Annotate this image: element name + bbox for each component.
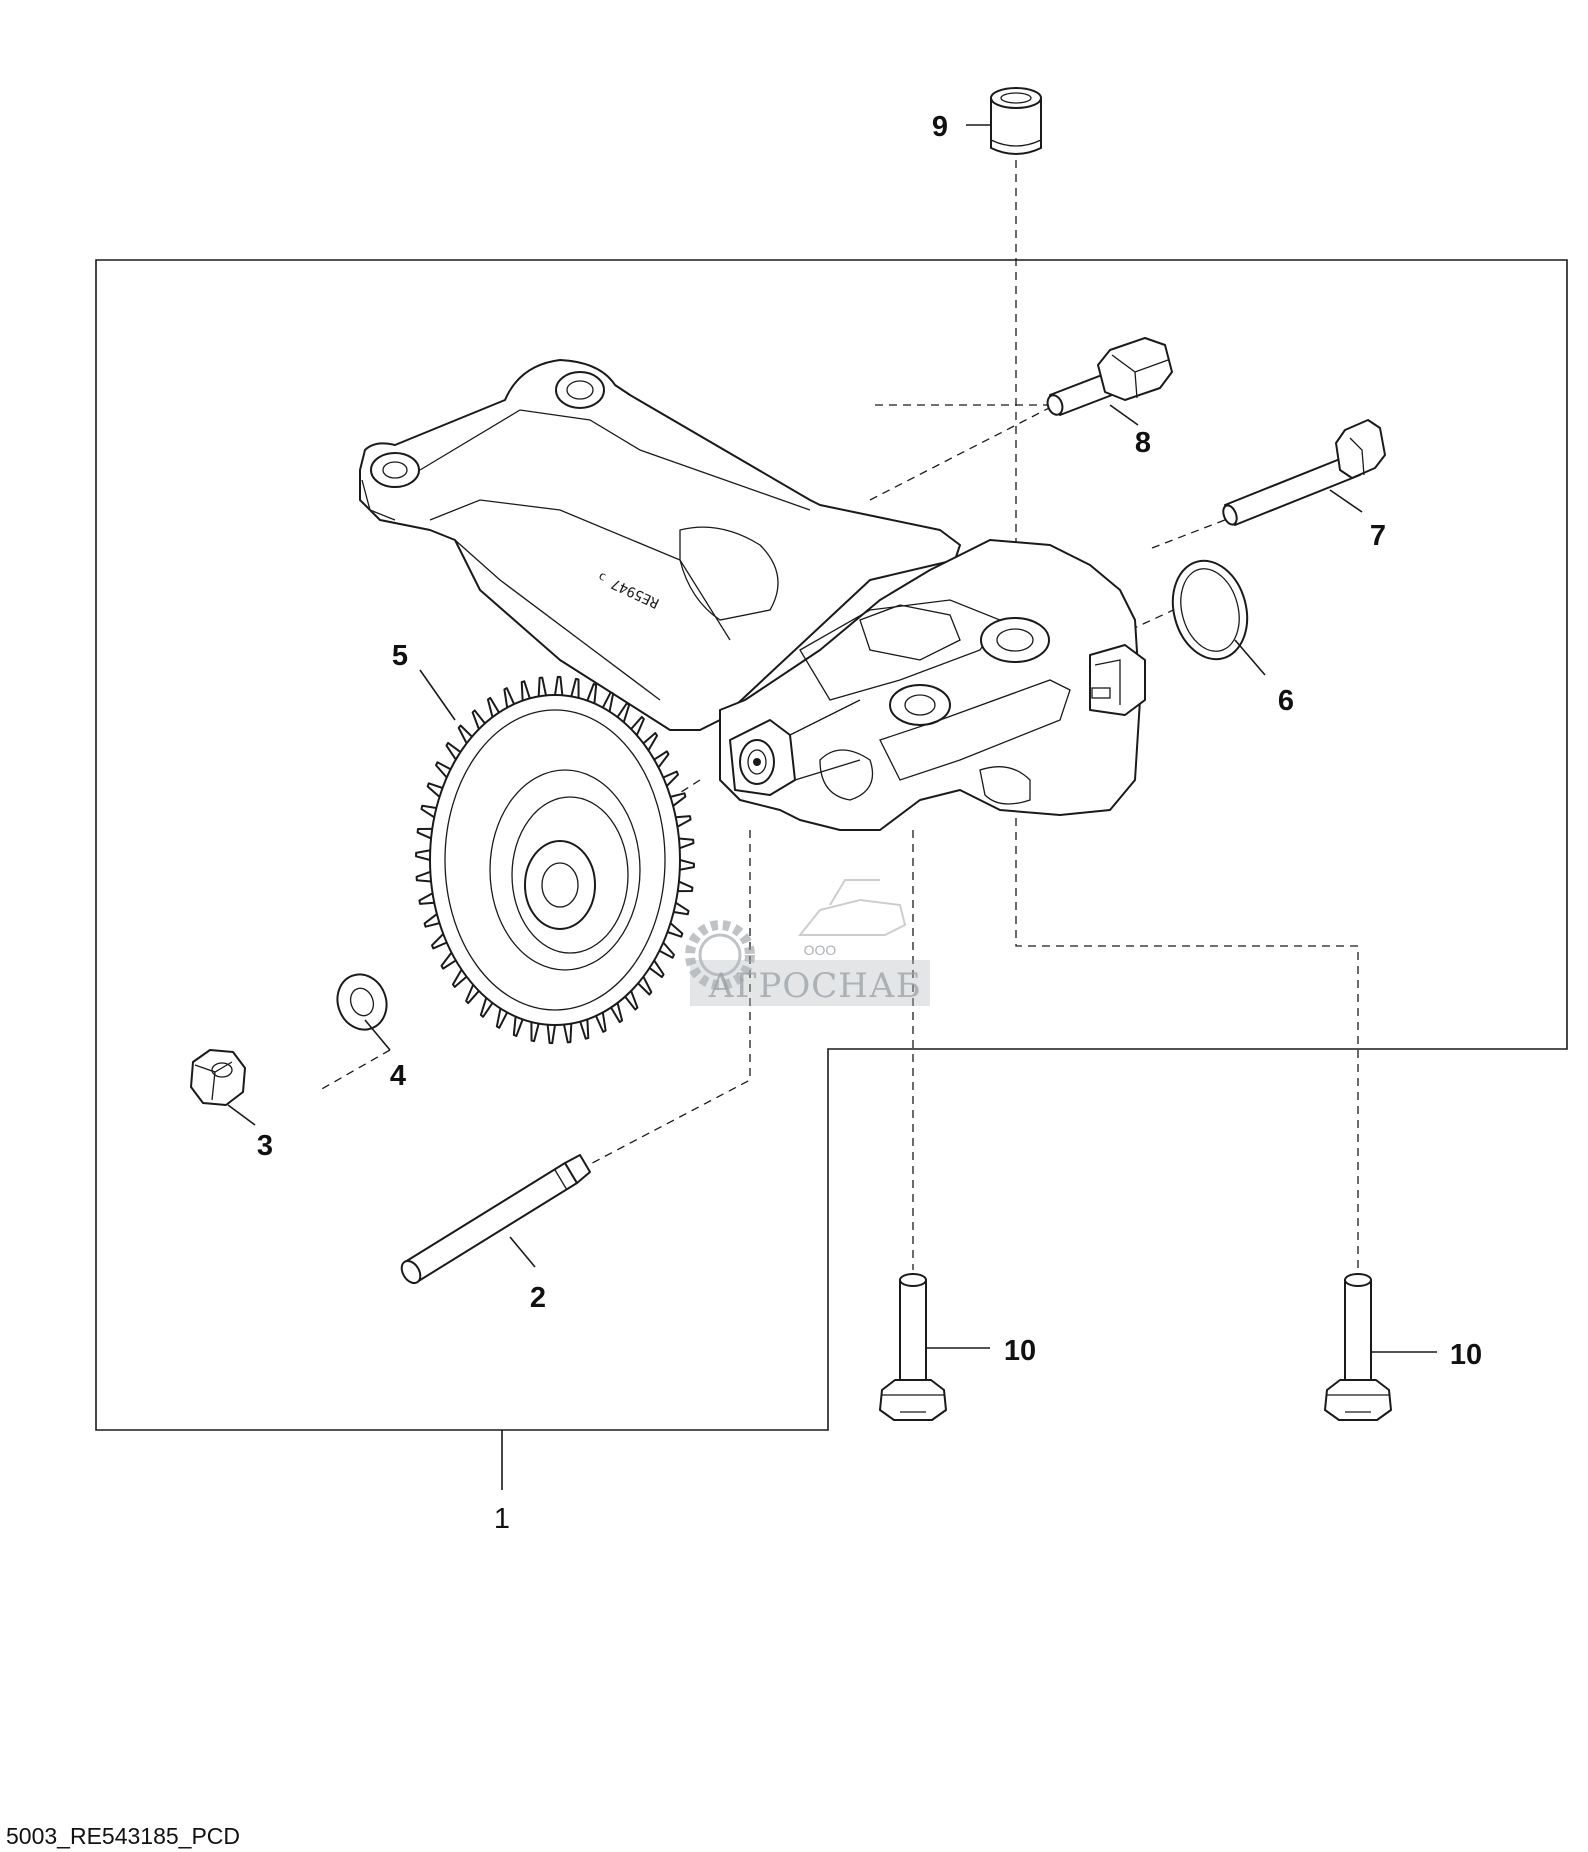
gear-tooth: [637, 976, 653, 996]
gear-tooth: [431, 933, 448, 950]
gear-tooth: [520, 680, 531, 701]
gear-tooth: [530, 1022, 540, 1043]
gear-part-5: [415, 675, 695, 1045]
washer-part-4: [336, 973, 388, 1031]
gear-tooth: [675, 815, 692, 828]
gear-tooth: [648, 959, 665, 979]
gear-tooth: [420, 804, 437, 819]
callout-3: 3: [257, 1130, 273, 1162]
gear-tooth: [670, 792, 687, 807]
gear-tooth: [451, 969, 468, 988]
gear-tooth: [630, 715, 645, 736]
callout-9: 9: [932, 111, 948, 143]
harvester-logo-icon: [797, 879, 907, 936]
gear-tooth: [677, 880, 694, 893]
oil-pump-housing: RE5947 ↄ: [359, 359, 1146, 831]
gear-tooth: [601, 691, 615, 712]
watermark-prefix: ООО: [804, 942, 837, 958]
gear-tooth: [415, 870, 432, 883]
gear-tooth: [457, 724, 473, 744]
gear-tooth: [679, 859, 695, 871]
gear-tooth: [495, 1008, 509, 1029]
gear-tooth: [653, 750, 670, 769]
bolt-part-10-left: [879, 1273, 947, 1421]
gear-tooth: [570, 677, 580, 698]
bolt-part-8: [1046, 337, 1173, 416]
gear-tooth: [416, 827, 433, 840]
watermark-band: [690, 960, 930, 1006]
gear-tooth: [435, 761, 452, 779]
gear-logo-icon: [685, 920, 755, 990]
nut-part-3: [190, 1049, 246, 1106]
callout-7: 7: [1370, 520, 1386, 552]
gear-tooth: [423, 913, 440, 928]
gear-tooth: [486, 696, 500, 718]
pin-part-2: [400, 1154, 591, 1285]
gear-tooth: [479, 997, 494, 1018]
gear-tooth: [415, 849, 431, 861]
callout-5: 5: [392, 640, 408, 672]
callout-4: 4: [390, 1060, 406, 1092]
gear-tooth: [546, 1024, 556, 1045]
bolt-part-10-right: [1324, 1273, 1392, 1421]
gear-tooth: [586, 683, 598, 704]
callout-10-right: 10: [1450, 1339, 1482, 1371]
gear-tooth: [503, 687, 515, 708]
bolt-part-7: [1222, 419, 1386, 526]
gear-tooth: [667, 922, 684, 938]
callout-1: 1: [494, 1503, 510, 1535]
callout-leaders: [227, 124, 1437, 1353]
gear-tooth: [426, 782, 443, 798]
gear-tooth: [642, 732, 659, 751]
o-ring-part-6: [1171, 559, 1249, 661]
gear-tooth: [678, 837, 695, 850]
gear-tooth: [610, 1002, 624, 1024]
gear-tooth: [579, 1019, 590, 1040]
gear-tooth: [537, 676, 547, 697]
gear-tooth: [563, 1023, 573, 1044]
callout-labels: 1 2 3 4 5 6 7 8 9 10 10: [257, 111, 1482, 1535]
gear-tooth: [616, 702, 631, 723]
gear-tooth: [471, 709, 486, 730]
callout-10-left: 10: [1004, 1335, 1036, 1367]
gear-tooth: [662, 770, 679, 787]
watermark-logo: ООО АГРОСНАБ: [685, 879, 930, 1006]
callout-2: 2: [530, 1282, 546, 1314]
gear-tooth: [445, 741, 462, 761]
gear-tooth: [595, 1012, 607, 1033]
gear-tooth: [624, 990, 639, 1011]
gear-tooth: [673, 901, 690, 916]
drawing-code: 5003_RE543185_PCD: [6, 1823, 240, 1849]
gear-tooth: [465, 984, 480, 1005]
gear-tooth: [658, 941, 675, 959]
assembly-frame: [95, 259, 1568, 1431]
gear-tooth: [512, 1016, 524, 1037]
callout-8: 8: [1135, 427, 1151, 459]
gear-tooth: [440, 951, 457, 970]
gear-tooth: [418, 892, 435, 905]
gear-tooth: [554, 675, 564, 696]
watermark-company-name: АГРОСНАБ: [708, 966, 921, 1006]
callout-6: 6: [1278, 685, 1294, 717]
bushing-part-9: [990, 87, 1042, 155]
